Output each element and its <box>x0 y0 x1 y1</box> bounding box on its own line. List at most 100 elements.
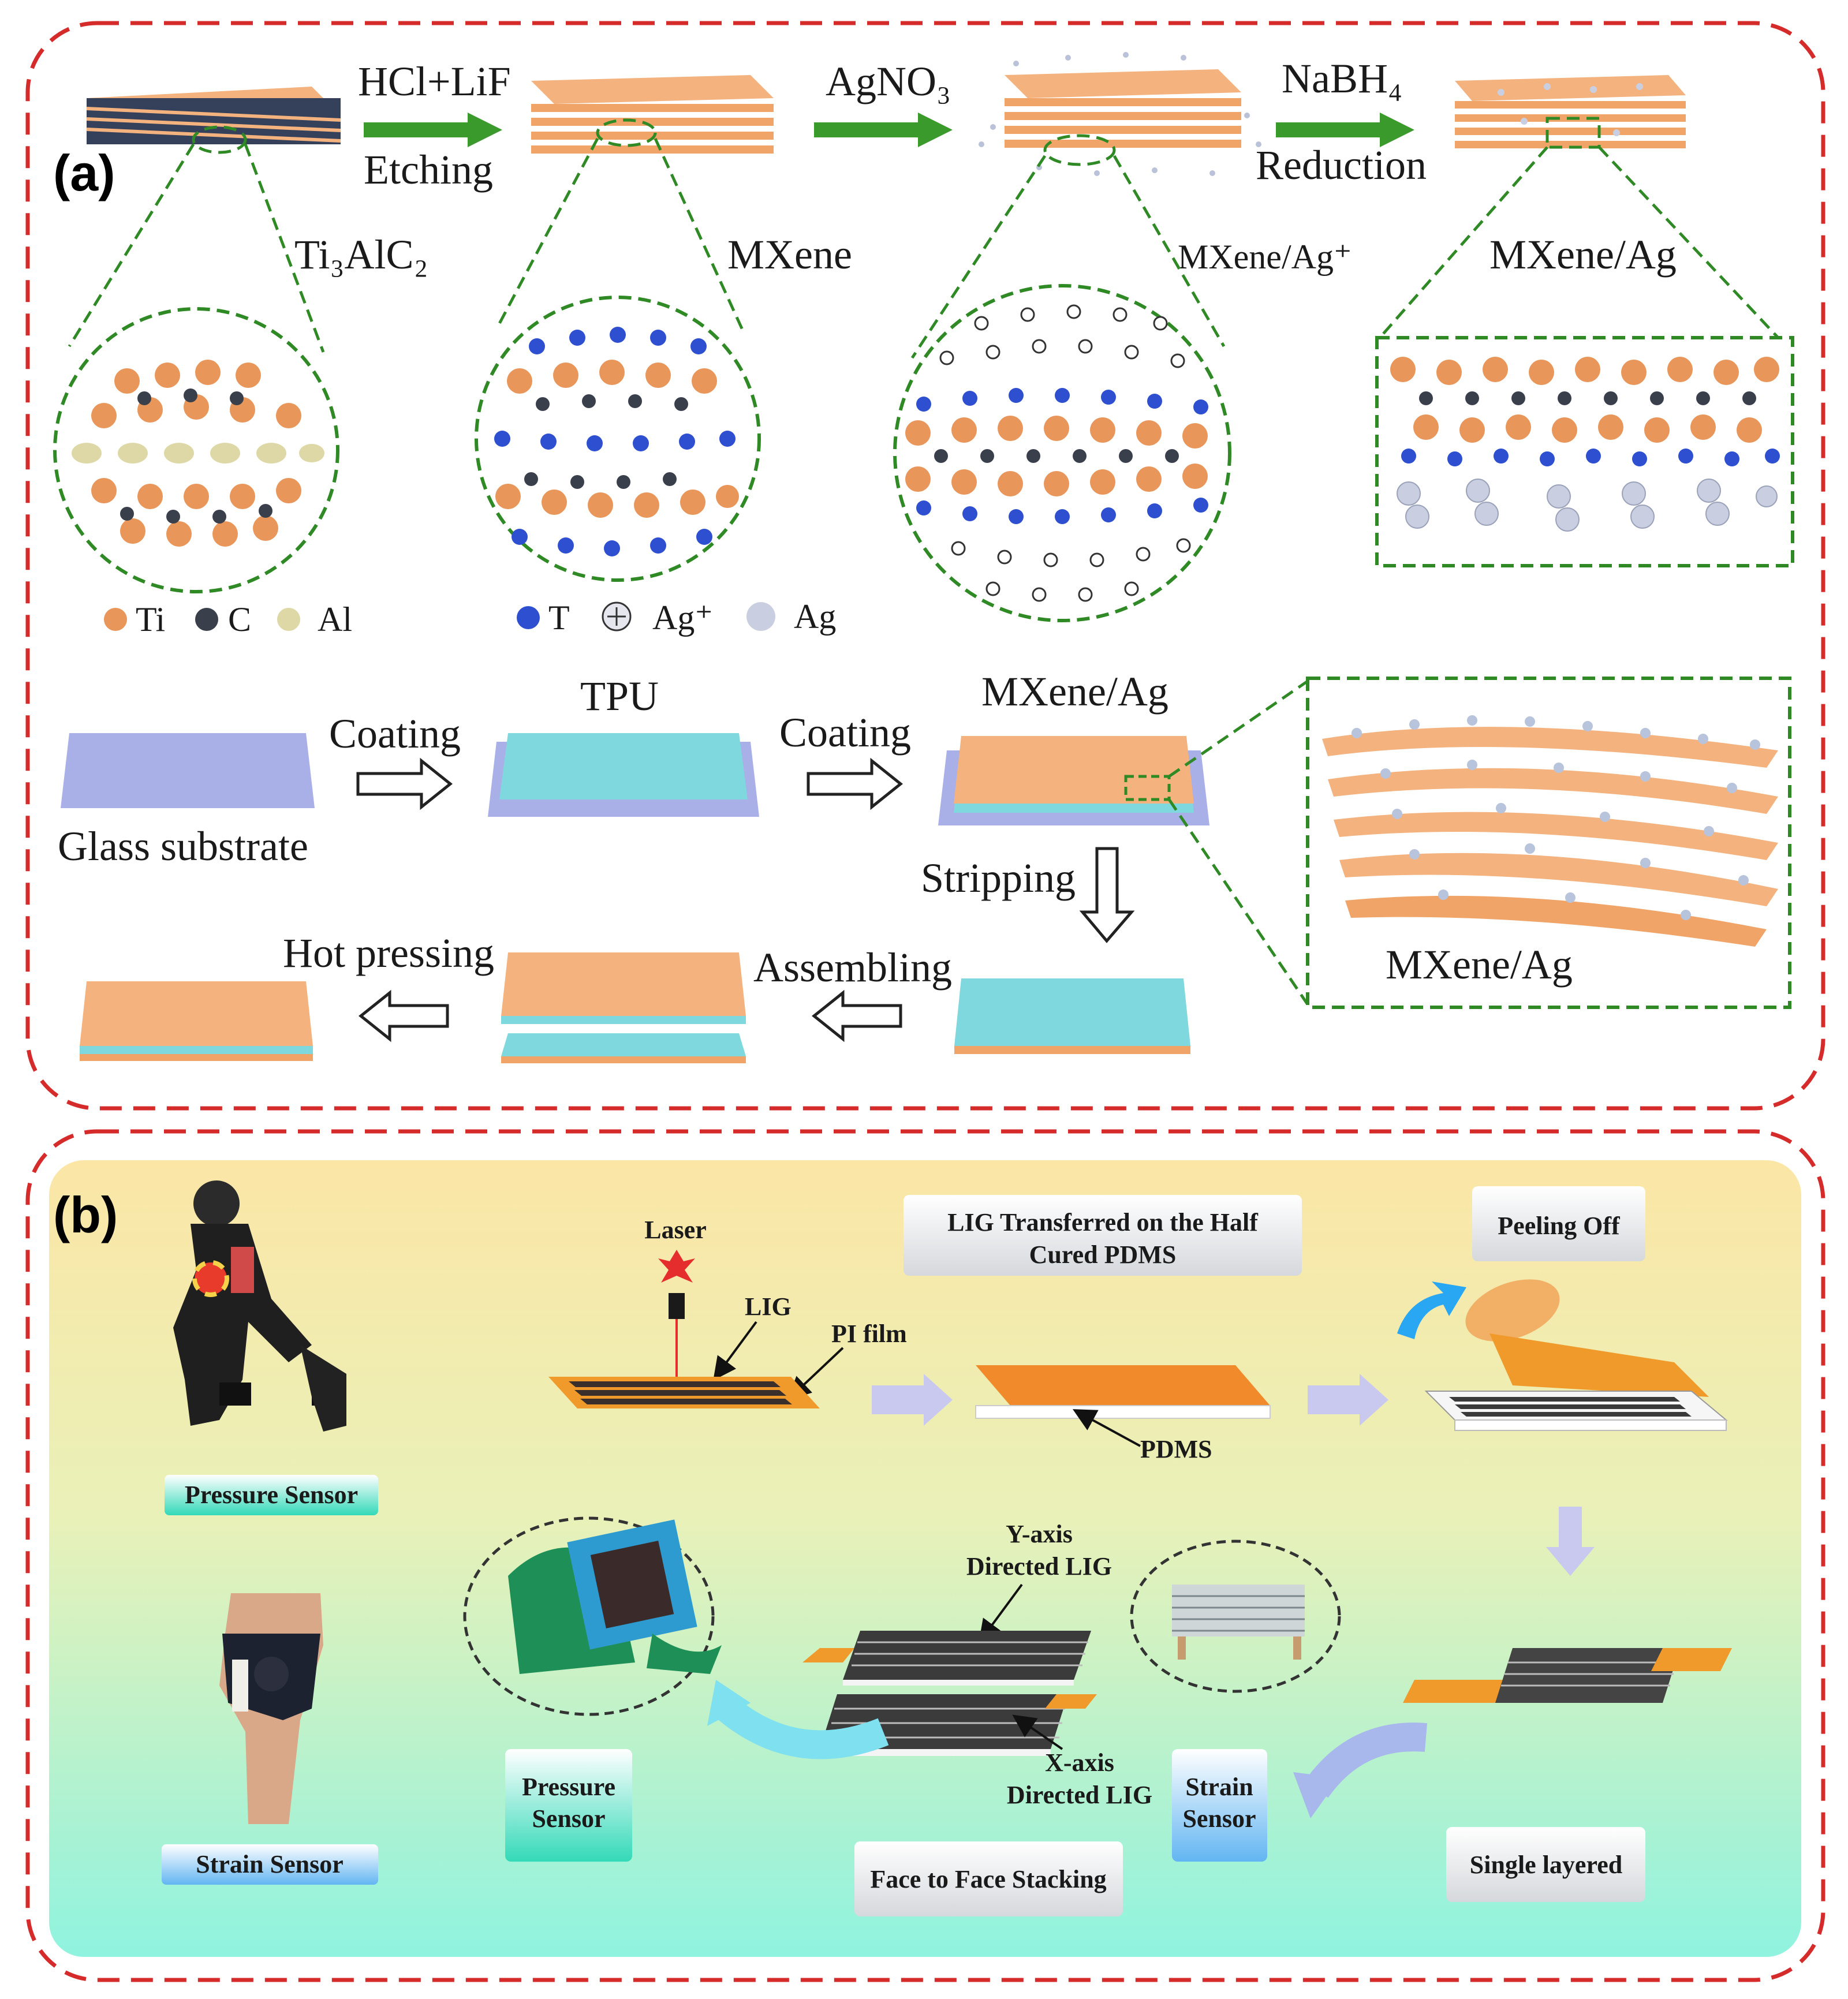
mxene-ag-zoom-box <box>1375 336 1794 567</box>
face-to-face-tag <box>854 1841 1123 1916</box>
step1-process: Etching <box>364 147 493 193</box>
transfer-tag <box>904 1195 1302 1276</box>
face-to-face-label: Face to Face Stacking <box>870 1865 1106 1893</box>
step2-reagent: AgNO₃ <box>826 58 951 104</box>
legend-ag-ion-label: Ag⁺ <box>652 599 713 637</box>
coating1-label: Coating <box>329 711 461 757</box>
pdms-label: PDMS <box>1140 1435 1212 1463</box>
strain-sensor-tag-left-label: Strain Sensor <box>196 1850 343 1878</box>
peeling-illustration <box>1397 1279 1728 1431</box>
mxene-ag-stack <box>1455 75 1686 148</box>
hot-pressed-sensor <box>80 981 313 1061</box>
strain-sensor-mid-line1: Strain <box>1185 1773 1253 1801</box>
mxene-ag-on-tpu <box>938 736 1209 825</box>
lig-label: LIG <box>745 1292 792 1321</box>
etching-arrow <box>364 113 502 147</box>
pressure-sensor-tag-left <box>165 1475 378 1515</box>
assembled-stack <box>501 952 746 1063</box>
legend-t-label: T <box>548 599 570 637</box>
coating1-arrow <box>356 757 453 810</box>
strain-sensor-photo-circle <box>1130 1540 1341 1693</box>
pi-film-with-lig <box>548 1377 820 1408</box>
strain-sensor-mid-line2: Sensor <box>1182 1804 1256 1833</box>
coating2-arrow <box>807 757 904 810</box>
pressure-sensor-photo-circle <box>463 1516 715 1716</box>
laser-emitter <box>658 1250 695 1383</box>
glass-substrate-label: Glass substrate <box>58 823 308 869</box>
legend-c-label: C <box>228 600 251 638</box>
y-axis-lig-layer <box>802 1631 1091 1686</box>
flow-arrow-1 <box>872 1374 953 1426</box>
flow-arrow-3 <box>1546 1507 1595 1576</box>
pi-film-label: PI film <box>831 1320 907 1348</box>
athlete-pressure-photo <box>173 1180 346 1432</box>
strain-sensor-tag-mid <box>1172 1749 1267 1862</box>
legend-right: T Ag⁺ Ag <box>517 597 836 637</box>
x-axis-label-1: X-axis <box>1045 1748 1114 1777</box>
assembling-label: Assembling <box>753 944 952 991</box>
transfer-tag-line1: LIG Transferred on the Half <box>947 1208 1259 1236</box>
agno3-arrow <box>814 113 953 147</box>
single-layered-tag <box>1446 1827 1645 1902</box>
stripping-label: Stripping <box>921 855 1076 901</box>
legend-ag-label: Ag <box>794 597 836 636</box>
glass-substrate-plate <box>61 733 315 808</box>
tpu-label: TPU <box>580 673 659 719</box>
pressure-sensor-mid-line2: Sensor <box>532 1804 605 1833</box>
step3-process: Reduction <box>1256 142 1427 188</box>
mxene-ag-ion-zoom-circle <box>893 284 1231 622</box>
coating2-label: Coating <box>779 709 911 756</box>
strain-sensor-photo <box>1172 1585 1305 1660</box>
label-mxene-ag-ion: MXene/Ag⁺ <box>1178 238 1352 276</box>
panel-b-border <box>25 1129 1825 1982</box>
label-ti3alc2: Ti₃AlC₂ <box>294 231 428 278</box>
stripping-arrow <box>1079 847 1135 943</box>
inset-label: MXene/Ag <box>1386 941 1573 988</box>
pressure-sensor-mid-line1: Pressure <box>522 1773 615 1801</box>
step1-reagent: HCl+LiF <box>358 58 511 104</box>
ti3alc2-stack <box>86 87 341 144</box>
mxene-ag-film-label: MXene/Ag <box>981 668 1168 715</box>
peeling-off-label: Peeling Off <box>1498 1212 1621 1240</box>
ti3alc2-zoom-circle <box>53 307 339 593</box>
label-mxene-ag: MXene/Ag <box>1489 231 1677 278</box>
step3-reagent: NaBH₄ <box>1282 55 1402 102</box>
transfer-tag-line2: Cured PDMS <box>1029 1240 1177 1269</box>
single-layered-label: Single layered <box>1470 1851 1622 1879</box>
single-layered-sensor <box>1403 1648 1732 1703</box>
label-mxene: MXene <box>727 231 852 278</box>
laser-label: Laser <box>644 1216 707 1244</box>
panel-a-border <box>25 21 1825 1111</box>
pressure-sensor-tag-left-label: Pressure Sensor <box>185 1481 358 1509</box>
y-axis-label-2: Directed LIG <box>966 1552 1112 1580</box>
pressure-sensor-tag-mid <box>505 1749 632 1862</box>
reduction-arrow <box>1276 113 1414 147</box>
x-axis-label-2: Directed LIG <box>1007 1781 1152 1809</box>
mxene-stack <box>531 75 774 154</box>
assembling-arrow <box>811 989 902 1043</box>
hot-pressing-label: Hot pressing <box>283 930 494 976</box>
stripped-film <box>954 978 1190 1054</box>
y-axis-label-1: Y-axis <box>1006 1520 1073 1548</box>
flow-arrow-5 <box>718 1697 889 1759</box>
flow-arrow-2 <box>1308 1374 1388 1426</box>
zoom-lines <box>68 117 1779 359</box>
pressure-sensor-photo <box>508 1519 722 1674</box>
strain-sensor-tag-left <box>162 1844 378 1885</box>
hot-pressing-arrow <box>358 989 449 1043</box>
legend-left: Ti C Al <box>104 600 352 638</box>
pdms-substrate <box>975 1365 1271 1419</box>
tpu-on-glass <box>488 733 759 817</box>
peeling-off-tag <box>1472 1186 1645 1261</box>
mxene-ag-inset-layers <box>1322 715 1778 947</box>
knee-strain-photo <box>219 1593 323 1824</box>
flow-arrow-4 <box>1304 1722 1428 1798</box>
inset-zoom-lines <box>1167 679 1309 1006</box>
panel-a-letter: (a) <box>53 144 115 201</box>
legend-al-label: Al <box>318 600 352 638</box>
legend-ti-label: Ti <box>136 600 165 638</box>
mxene-ag-ion-stack <box>979 52 1261 176</box>
mxene-zoom-circle <box>475 296 761 582</box>
panel-b-letter: (b) <box>53 1186 118 1243</box>
